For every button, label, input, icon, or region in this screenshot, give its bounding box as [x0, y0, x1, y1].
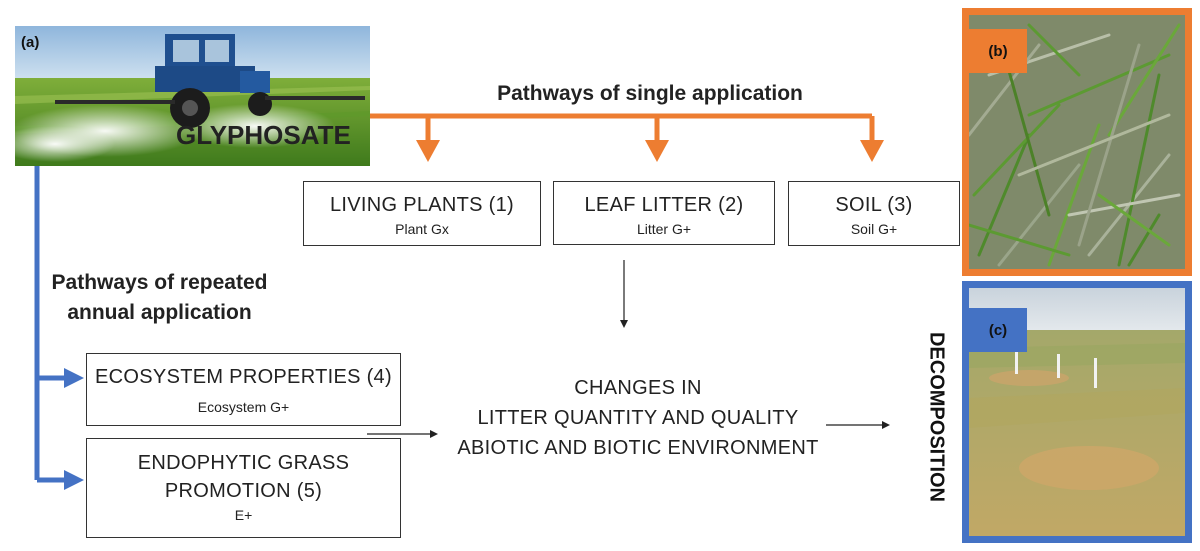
decomposition-label: DECOMPOSITION	[923, 322, 949, 512]
leaf-litter-title: LEAF LITTER (2)	[584, 194, 744, 216]
single-application-arrows	[370, 113, 884, 162]
repeated-application-title: Pathways of repeated annual application	[22, 268, 297, 328]
glyphosate-label: GLYPHOSATE	[176, 120, 351, 150]
endophytic-title-line2: PROMOTION (5)	[164, 480, 323, 502]
soil-box: SOIL (3) Soil G+	[788, 181, 960, 246]
endophytic-sub: E+	[234, 507, 253, 523]
living-plants-box: LIVING PLANTS (1) Plant Gx	[303, 181, 541, 246]
changes-line1: CHANGES IN	[574, 377, 702, 399]
panel-b-label: (b)	[969, 29, 1027, 73]
panel-c-label: (c)	[969, 308, 1027, 352]
ecosystem-sub: Ecosystem G+	[197, 399, 290, 415]
ecosystem-properties-box: ECOSYSTEM PROPERTIES (4) Ecosystem G+	[86, 353, 401, 426]
endophytic-grass-box: ENDOPHYTIC GRASS PROMOTION (5) E+	[86, 438, 401, 538]
changes-line2: LITTER QUANTITY AND QUALITY	[477, 407, 799, 429]
decomposition-text: DECOMPOSITION	[925, 331, 948, 503]
changes-line3: ABIOTIC AND BIOTIC ENVIRONMENT	[457, 437, 819, 459]
panel-a-label: (a)	[21, 34, 40, 51]
repeated-application-arrows	[34, 166, 84, 490]
ecosystem-title: ECOSYSTEM PROPERTIES (4)	[95, 366, 392, 388]
repeated-title-line2: annual application	[67, 301, 252, 324]
living-plants-sub: Plant Gx	[395, 221, 449, 237]
living-plants-title: LIVING PLANTS (1)	[329, 194, 515, 216]
grass-closeup-photo: (b)	[962, 8, 1192, 276]
single-application-title: Pathways of single application	[497, 82, 803, 105]
repeated-title-line1: Pathways of repeated	[51, 271, 268, 294]
soil-title: SOIL (3)	[835, 194, 913, 216]
soil-sub: Soil G+	[850, 221, 898, 237]
grassland-plots-photo: (c)	[962, 281, 1192, 543]
thin-arrows	[367, 260, 890, 438]
leaf-litter-box: LEAF LITTER (2) Litter G+	[553, 181, 775, 245]
endophytic-title-line1: ENDOPHYTIC GRASS	[137, 452, 350, 474]
changes-text: CHANGES IN LITTER QUANTITY AND QUALITY A…	[440, 373, 836, 463]
tractor-spraying-photo	[15, 26, 370, 166]
leaf-litter-sub: Litter G+	[636, 221, 692, 237]
